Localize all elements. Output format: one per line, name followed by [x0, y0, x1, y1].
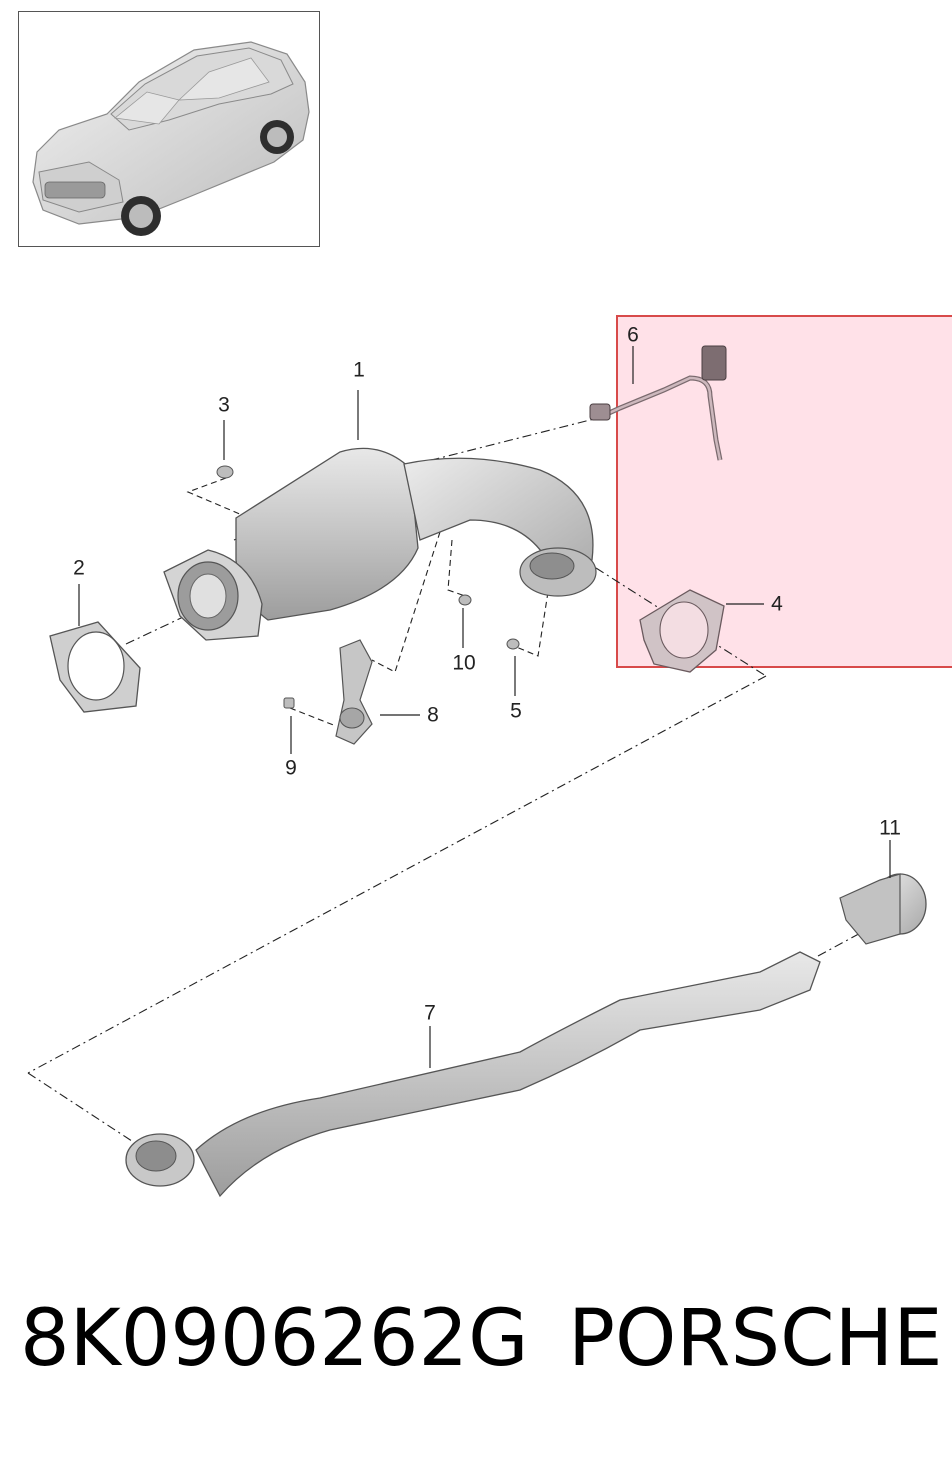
part-5-nut[interactable]: [506, 638, 520, 696]
vehicle-thumbnail: [18, 11, 320, 247]
callout-10: 10: [452, 651, 476, 675]
part-1-catalytic-converter[interactable]: [163, 390, 597, 641]
part-7-front-pipe[interactable]: [125, 951, 821, 1198]
part-9-bolt[interactable]: [283, 697, 295, 754]
callout-3: 3: [218, 393, 230, 417]
callout-8: 8: [427, 703, 439, 727]
callout-6: 6: [627, 323, 639, 347]
callout-1: 1: [353, 358, 365, 382]
callout-11: 11: [879, 816, 901, 840]
part-8-bracket[interactable]: [335, 639, 420, 745]
car-illustration: [32, 41, 310, 236]
callout-9: 9: [285, 756, 297, 780]
part-number: 8K0906262G: [20, 1294, 529, 1384]
callout-5: 5: [510, 699, 522, 723]
brand-name: PORSCHE: [568, 1294, 943, 1384]
callout-4: 4: [771, 592, 783, 616]
callout-7: 7: [424, 1001, 436, 1025]
part-4-gasket[interactable]: [639, 589, 764, 673]
part-10-nut[interactable]: [458, 594, 472, 648]
part-3-nut[interactable]: [216, 420, 234, 479]
part-2-gasket[interactable]: [49, 584, 141, 713]
part-11-clamp[interactable]: [839, 840, 927, 945]
callout-2: 2: [73, 556, 85, 580]
part-6-oxygen-sensor[interactable]: [589, 345, 727, 461]
